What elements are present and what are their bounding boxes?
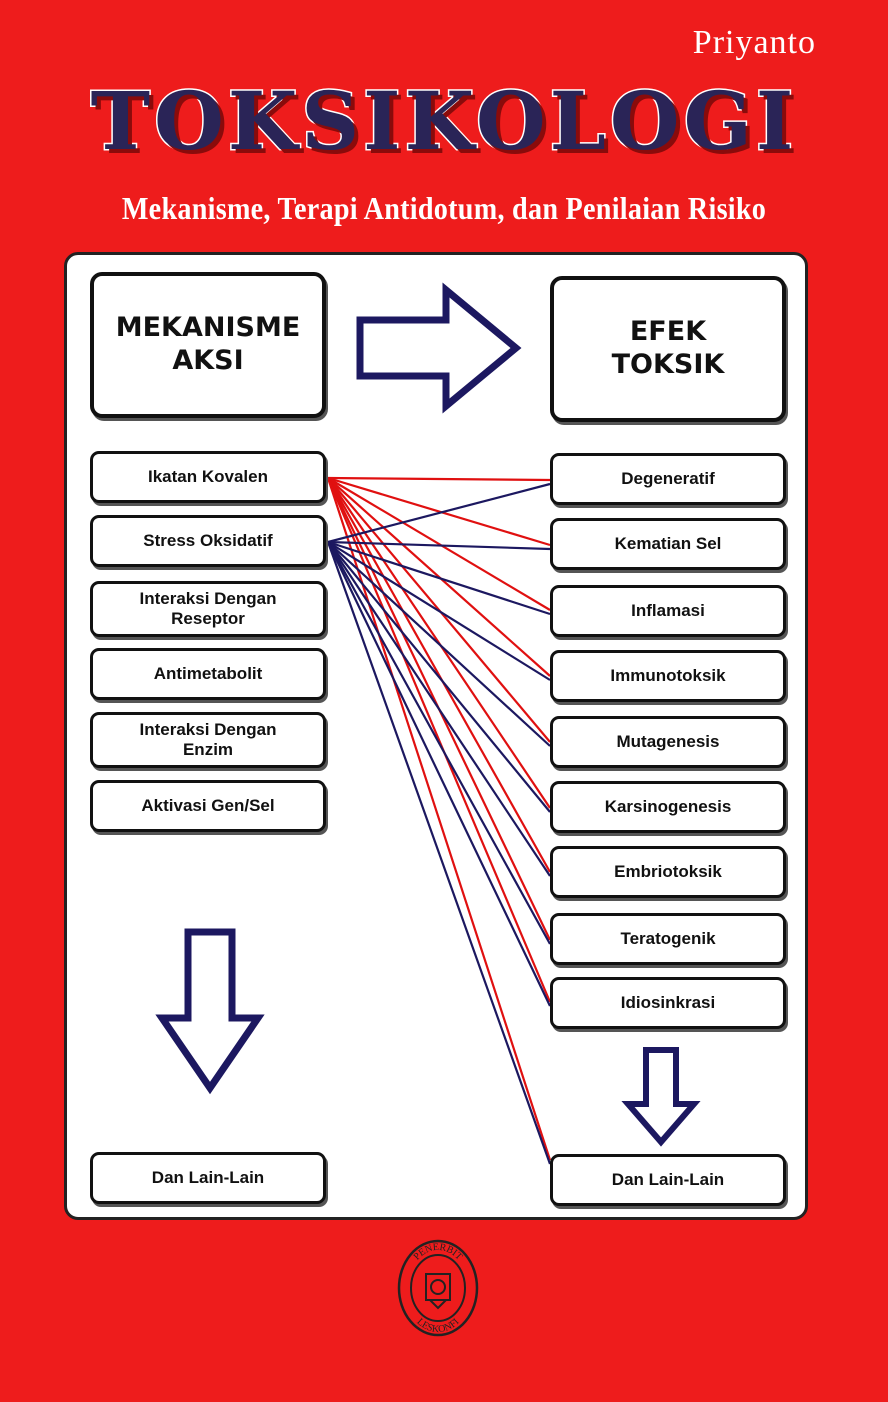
effect-label: Idiosinkrasi — [620, 992, 716, 1012]
mechanism-label: Antimetabolit — [153, 663, 263, 683]
publisher-logo-top-text: PENERBIT — [412, 1242, 465, 1263]
svg-text:LESKONFI: LESKONFI — [415, 1316, 462, 1335]
effect-label: Teratogenik — [620, 928, 716, 948]
effect-header-box: EFEK TOKSIK — [550, 276, 786, 422]
mechanism-box: Ikatan Kovalen — [90, 451, 326, 503]
effect-box: Immunotoksik — [550, 650, 786, 702]
mechanism-box: Interaksi Dengan Reseptor — [90, 581, 326, 637]
mechanism-box: Antimetabolit — [90, 648, 326, 700]
mechanism-label: Interaksi Dengan Reseptor — [139, 588, 277, 628]
effect-header-label: EFEK TOKSIK — [611, 316, 725, 380]
effect-box: Degeneratif — [550, 453, 786, 505]
svg-text:PENERBIT: PENERBIT — [412, 1242, 465, 1263]
mechanism-label: Interaksi Dengan Enzim — [139, 719, 277, 759]
author-name: Priyanto — [692, 24, 816, 61]
effect-box: Mutagenesis — [550, 716, 786, 768]
mechanism-header-box: MEKANISME AKSI — [90, 272, 326, 418]
mechanism-header-label: MEKANISME AKSI — [115, 312, 301, 376]
effect-box: Inflamasi — [550, 585, 786, 637]
effect-box: Kematian Sel — [550, 518, 786, 570]
publisher-logo: PENERBIT LESKONFI — [397, 1239, 479, 1337]
publisher-logo-bottom-text: LESKONFI — [415, 1316, 462, 1335]
mechanism-label: Ikatan Kovalen — [148, 466, 268, 486]
effect-label: Embriotoksik — [614, 861, 722, 881]
effect-box: Embriotoksik — [550, 846, 786, 898]
effect-label: Kematian Sel — [614, 533, 722, 553]
effect-label: Karsinogenesis — [604, 796, 732, 816]
book-subtitle: Mekanisme, Terapi Antidotum, dan Penilai… — [121, 190, 767, 226]
effect-other-label: Dan Lain-Lain — [611, 1169, 725, 1189]
mechanism-label: Stress Oksidatif — [143, 530, 273, 550]
mechanism-box: Stress Oksidatif — [90, 515, 326, 567]
mechanism-box: Aktivasi Gen/Sel — [90, 780, 326, 832]
effect-other-box: Dan Lain-Lain — [550, 1154, 786, 1206]
effect-box: Karsinogenesis — [550, 781, 786, 833]
mechanism-other-box: Dan Lain-Lain — [90, 1152, 326, 1204]
effect-box: Teratogenik — [550, 913, 786, 965]
book-title: TOKSIKOLOGI — [89, 73, 798, 170]
mechanism-other-label: Dan Lain-Lain — [151, 1167, 265, 1187]
effect-label: Degeneratif — [621, 468, 715, 488]
mechanism-box: Interaksi Dengan Enzim — [90, 712, 326, 768]
mechanism-label: Aktivasi Gen/Sel — [141, 795, 275, 815]
effect-label: Mutagenesis — [616, 731, 720, 751]
effect-label: Inflamasi — [631, 600, 705, 620]
effect-label: Immunotoksik — [610, 665, 726, 685]
effect-box: Idiosinkrasi — [550, 977, 786, 1029]
